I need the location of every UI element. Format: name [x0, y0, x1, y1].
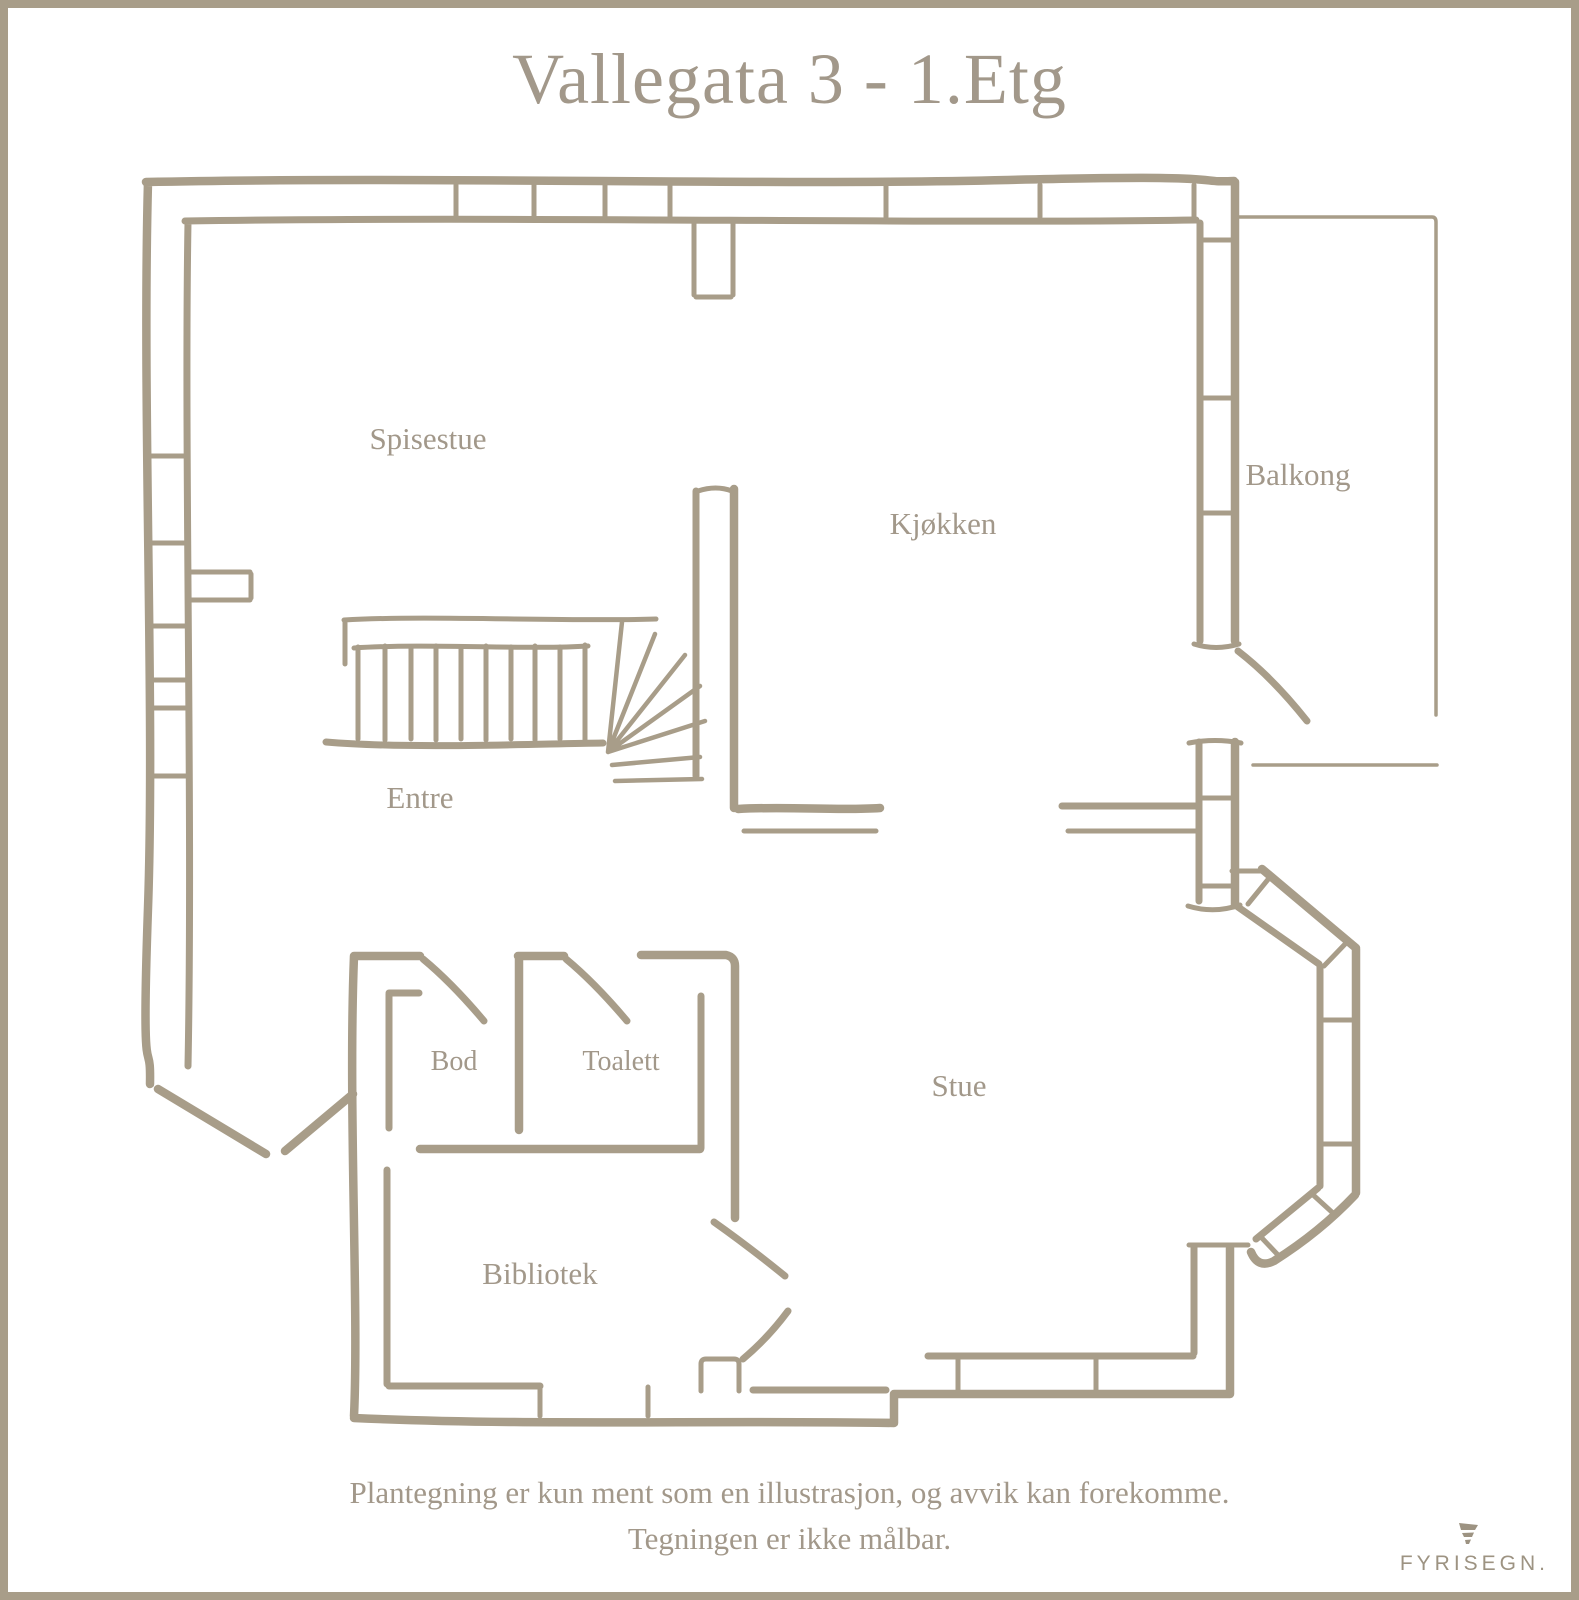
- floor-plan-drawing: Spisestue Kjøkken Balkong Entre Bod Toal…: [141, 173, 1439, 1428]
- windows: [148, 182, 1358, 1419]
- window-ticks: [148, 182, 1358, 1419]
- room-label-balkong: Balkong: [1245, 457, 1350, 492]
- room-label-entre: Entre: [386, 780, 453, 815]
- balcony-railing: [1235, 215, 1439, 767]
- door-swing-toalett: [562, 955, 631, 1025]
- balcony-outline: [1235, 215, 1439, 767]
- wall-details: [186, 220, 1269, 1394]
- fyrisegn-logo-text: FYRISEGN.: [1399, 1552, 1549, 1575]
- stair-winders: [605, 619, 708, 784]
- door-swing-bod: [419, 955, 488, 1025]
- page-title: Vallegata 3 - 1.Etg: [512, 39, 1067, 119]
- room-label-spisestue: Spisestue: [369, 421, 486, 456]
- disclaimer: Plantegning er kun ment som en illustras…: [8, 1470, 1571, 1562]
- staircase: [355, 619, 708, 784]
- room-label-toalett: Toalett: [582, 1046, 660, 1077]
- door-swing-stue-lower: [739, 1307, 792, 1363]
- stair-treads: [355, 642, 588, 744]
- door-swing-stue-upper: [710, 1218, 789, 1280]
- disclaimer-line-1: Plantegning er kun ment som en illustras…: [349, 1475, 1230, 1510]
- walls-thick: [141, 173, 1361, 1428]
- room-label-kjokken: Kjøkken: [890, 506, 997, 541]
- disclaimer-line-2: Tegningen er ikke målbar.: [627, 1521, 952, 1556]
- fyrisegn-logo-icon: [1459, 1523, 1479, 1544]
- room-label-bod: Bod: [431, 1046, 478, 1077]
- room-label-stue: Stue: [931, 1068, 986, 1103]
- door-swing-balcony: [1234, 647, 1311, 725]
- wall-outline-secondary: [181, 215, 1324, 1394]
- doors: [419, 647, 1311, 1363]
- fyrisegn-logo: FYRISEGN.: [1400, 1522, 1549, 1576]
- room-label-bibliotek: Bibliotek: [482, 1256, 598, 1291]
- wall-outline-main: [141, 173, 1361, 1428]
